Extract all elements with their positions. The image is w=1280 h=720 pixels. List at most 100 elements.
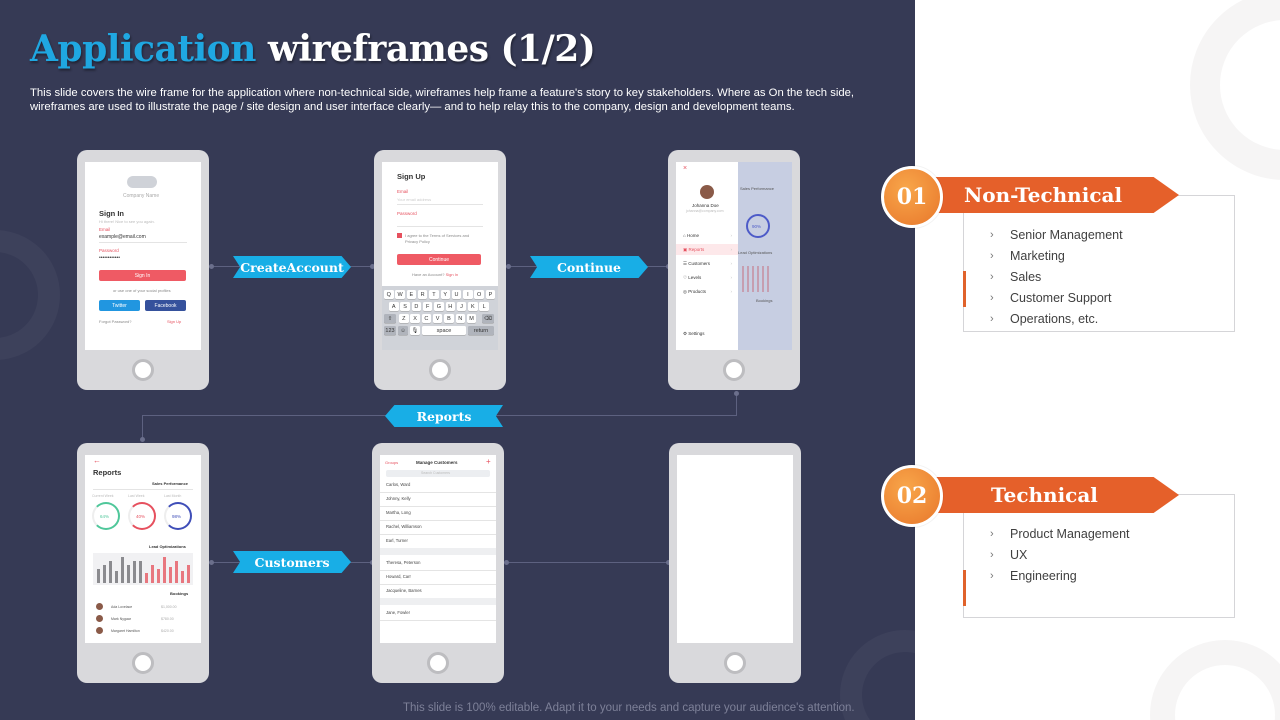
sales-tab[interactable]: Sales Performance xyxy=(152,481,189,486)
menu-item-products[interactable]: ◎ Products› xyxy=(676,286,738,297)
sign-in-link[interactable]: Sign In xyxy=(445,272,459,277)
divider xyxy=(93,489,193,490)
key-j[interactable]: J xyxy=(456,302,467,311)
customer-row[interactable]: Howard, Carr xyxy=(386,574,411,579)
divider xyxy=(380,492,496,493)
customer-row[interactable]: Earl, Turner xyxy=(386,538,408,543)
home-button xyxy=(723,359,745,381)
booking-amount: $420.00 xyxy=(161,628,174,633)
divider xyxy=(397,226,483,227)
customer-row[interactable]: Martha, Long xyxy=(386,510,411,515)
add-icon[interactable]: + xyxy=(486,457,491,466)
numbers-key[interactable]: 123 xyxy=(384,326,396,335)
customer-row[interactable]: Johnny, Kelly xyxy=(386,496,411,501)
key-y[interactable]: Y xyxy=(440,290,450,299)
mic-key[interactable]: 🎙 xyxy=(410,326,420,335)
phone-menu: Sales Performance 90% Lead Optimizations… xyxy=(668,150,800,390)
back-arrow-icon[interactable]: ← xyxy=(93,456,101,465)
key-p[interactable]: P xyxy=(485,290,496,299)
email-field[interactable]: Your email address xyxy=(397,197,432,202)
bookings-tab[interactable]: Bookings xyxy=(170,591,189,596)
connector-dot xyxy=(504,560,509,565)
key-q[interactable]: Q xyxy=(384,290,394,299)
customer-row[interactable]: Jane, Fowler xyxy=(386,610,410,615)
close-icon[interactable]: × xyxy=(683,165,688,172)
key-m[interactable]: M xyxy=(466,314,477,323)
category-list-item: ›Sales xyxy=(990,266,1234,287)
terms-text: I agree to the Terms of Services and Pri… xyxy=(405,233,470,244)
key-w[interactable]: W xyxy=(395,290,405,299)
key-r[interactable]: R xyxy=(417,290,428,299)
bg-lead-text: Lead Optimizations xyxy=(738,250,773,255)
category-number-badge: 01 xyxy=(881,166,943,228)
menu-item-home[interactable]: ⌂ Home› xyxy=(676,230,738,241)
settings-item[interactable]: ⚙ Settings xyxy=(683,331,705,336)
customer-row[interactable]: Theresa, Peterson xyxy=(386,560,421,565)
key-h[interactable]: H xyxy=(445,302,455,311)
continue-button[interactable]: Continue xyxy=(397,254,481,265)
group-separator xyxy=(380,598,496,605)
avatar xyxy=(96,627,103,634)
key-l[interactable]: L xyxy=(479,302,489,311)
settings-label: Settings xyxy=(688,331,705,336)
key-a[interactable]: A xyxy=(389,302,399,311)
phone-sign-in: Company Name Sign In Hi there! Nice to s… xyxy=(77,150,209,390)
connector-dot xyxy=(209,264,214,269)
key-e[interactable]: E xyxy=(406,290,417,299)
bg-percent: 90% xyxy=(752,224,762,229)
groups-link[interactable]: Groups xyxy=(385,460,399,465)
delete-key[interactable]: ⌫ xyxy=(482,314,494,323)
key-c[interactable]: C xyxy=(421,314,432,323)
key-b[interactable]: B xyxy=(444,314,454,323)
key-x[interactable]: X xyxy=(410,314,420,323)
booking-name: Margaret Hamilton xyxy=(111,628,140,633)
period-label: Last Month xyxy=(164,494,182,498)
key-i[interactable]: I xyxy=(463,290,473,299)
category-list-item: ›Customer Support xyxy=(990,288,1234,309)
email-field[interactable]: example@email.com xyxy=(99,234,146,240)
reports-label: Reports xyxy=(385,405,503,427)
key-t[interactable]: T xyxy=(429,290,439,299)
key-o[interactable]: O xyxy=(474,290,484,299)
sign-in-button[interactable]: Sign In xyxy=(99,270,186,281)
search-input[interactable]: Search Customers xyxy=(386,470,490,477)
customer-row[interactable]: Jacqueline, Barnes xyxy=(386,588,422,593)
key-k[interactable]: K xyxy=(468,302,478,311)
space-key[interactable]: space xyxy=(422,326,466,335)
chevron-right-icon: › xyxy=(990,569,994,582)
key-z[interactable]: Z xyxy=(399,314,409,323)
menu-item-reports[interactable]: ▣ Reports› xyxy=(676,244,738,255)
terms-checkbox[interactable] xyxy=(397,233,402,238)
customer-row[interactable]: Carlos, Ward xyxy=(386,482,411,487)
key-s[interactable]: S xyxy=(400,302,410,311)
forgot-password-link[interactable]: Forgot Password? xyxy=(99,319,132,324)
menu-item-levels[interactable]: ♡ Levels› xyxy=(676,272,738,283)
emoji-key[interactable]: ☺ xyxy=(398,326,408,335)
key-d[interactable]: D xyxy=(411,302,422,311)
bg-sales-text: Sales Performance xyxy=(740,186,775,191)
key-u[interactable]: U xyxy=(451,290,462,299)
lead-tab[interactable]: Lead Optimizations xyxy=(149,544,186,549)
return-key[interactable]: return xyxy=(468,326,494,335)
key-n[interactable]: N xyxy=(455,314,465,323)
twitter-button[interactable]: Twitter xyxy=(99,300,140,311)
booking-name: Mark Nygaar xyxy=(111,616,132,621)
customers-screen: Groups Manage Customers + Search Custome… xyxy=(380,455,496,643)
booking-amount: $780.00 xyxy=(161,616,174,621)
chart-bar xyxy=(97,569,100,583)
sign-up-link[interactable]: Sign Up xyxy=(167,319,182,324)
key-g[interactable]: G xyxy=(434,302,444,311)
customer-row[interactable]: Rachel, Williamson xyxy=(386,524,422,529)
connector-dot xyxy=(140,437,145,442)
chart-bar xyxy=(115,571,118,583)
facebook-button[interactable]: Facebook xyxy=(145,300,186,311)
item-label: Marketing xyxy=(1010,248,1065,263)
password-field[interactable]: •••••••••••• xyxy=(99,255,121,261)
shift-key[interactable]: ⇧ xyxy=(384,314,396,323)
key-v[interactable]: V xyxy=(432,314,443,323)
sign-in-screen: Company Name Sign In Hi there! Nice to s… xyxy=(85,162,201,350)
menu-item-customers[interactable]: ☰ Customers› xyxy=(676,258,738,269)
chevron-right-icon: › xyxy=(990,527,994,540)
key-f[interactable]: F xyxy=(422,302,433,311)
